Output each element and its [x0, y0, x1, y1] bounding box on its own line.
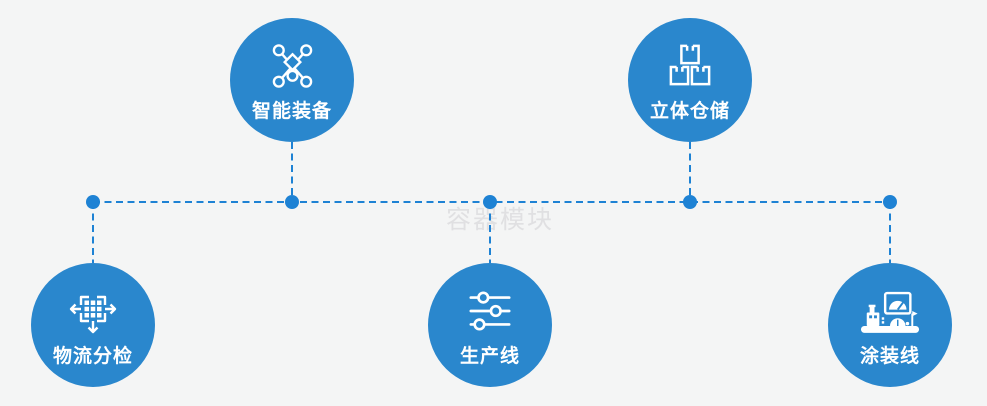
junction-dot [683, 195, 697, 209]
node-label: 智能装备 [251, 101, 332, 122]
distribute-arrows-icon [67, 284, 119, 338]
node-label: 涂装线 [859, 346, 920, 367]
junction-dot [483, 195, 497, 209]
warehouse-boxes-icon [667, 39, 713, 93]
node-smart-equipment[interactable]: 智能装备 [230, 18, 354, 142]
sliders-icon [467, 284, 513, 338]
node-label: 物流分检 [52, 346, 133, 367]
node-label: 立体仓储 [649, 101, 730, 122]
junction-dot [285, 195, 299, 209]
node-logistics-sorting[interactable]: 物流分检 [31, 263, 155, 387]
node-warehouse[interactable]: 立体仓储 [628, 18, 752, 142]
junction-dot [86, 195, 100, 209]
node-label: 生产线 [459, 346, 520, 367]
node-painting-line[interactable]: 涂装线 [828, 263, 952, 387]
watermark-text: 容器模块 [446, 206, 555, 234]
network-icon [269, 39, 316, 93]
junction-dot [883, 195, 897, 209]
node-production-line[interactable]: 生产线 [428, 263, 552, 387]
machine-icon [859, 284, 921, 338]
